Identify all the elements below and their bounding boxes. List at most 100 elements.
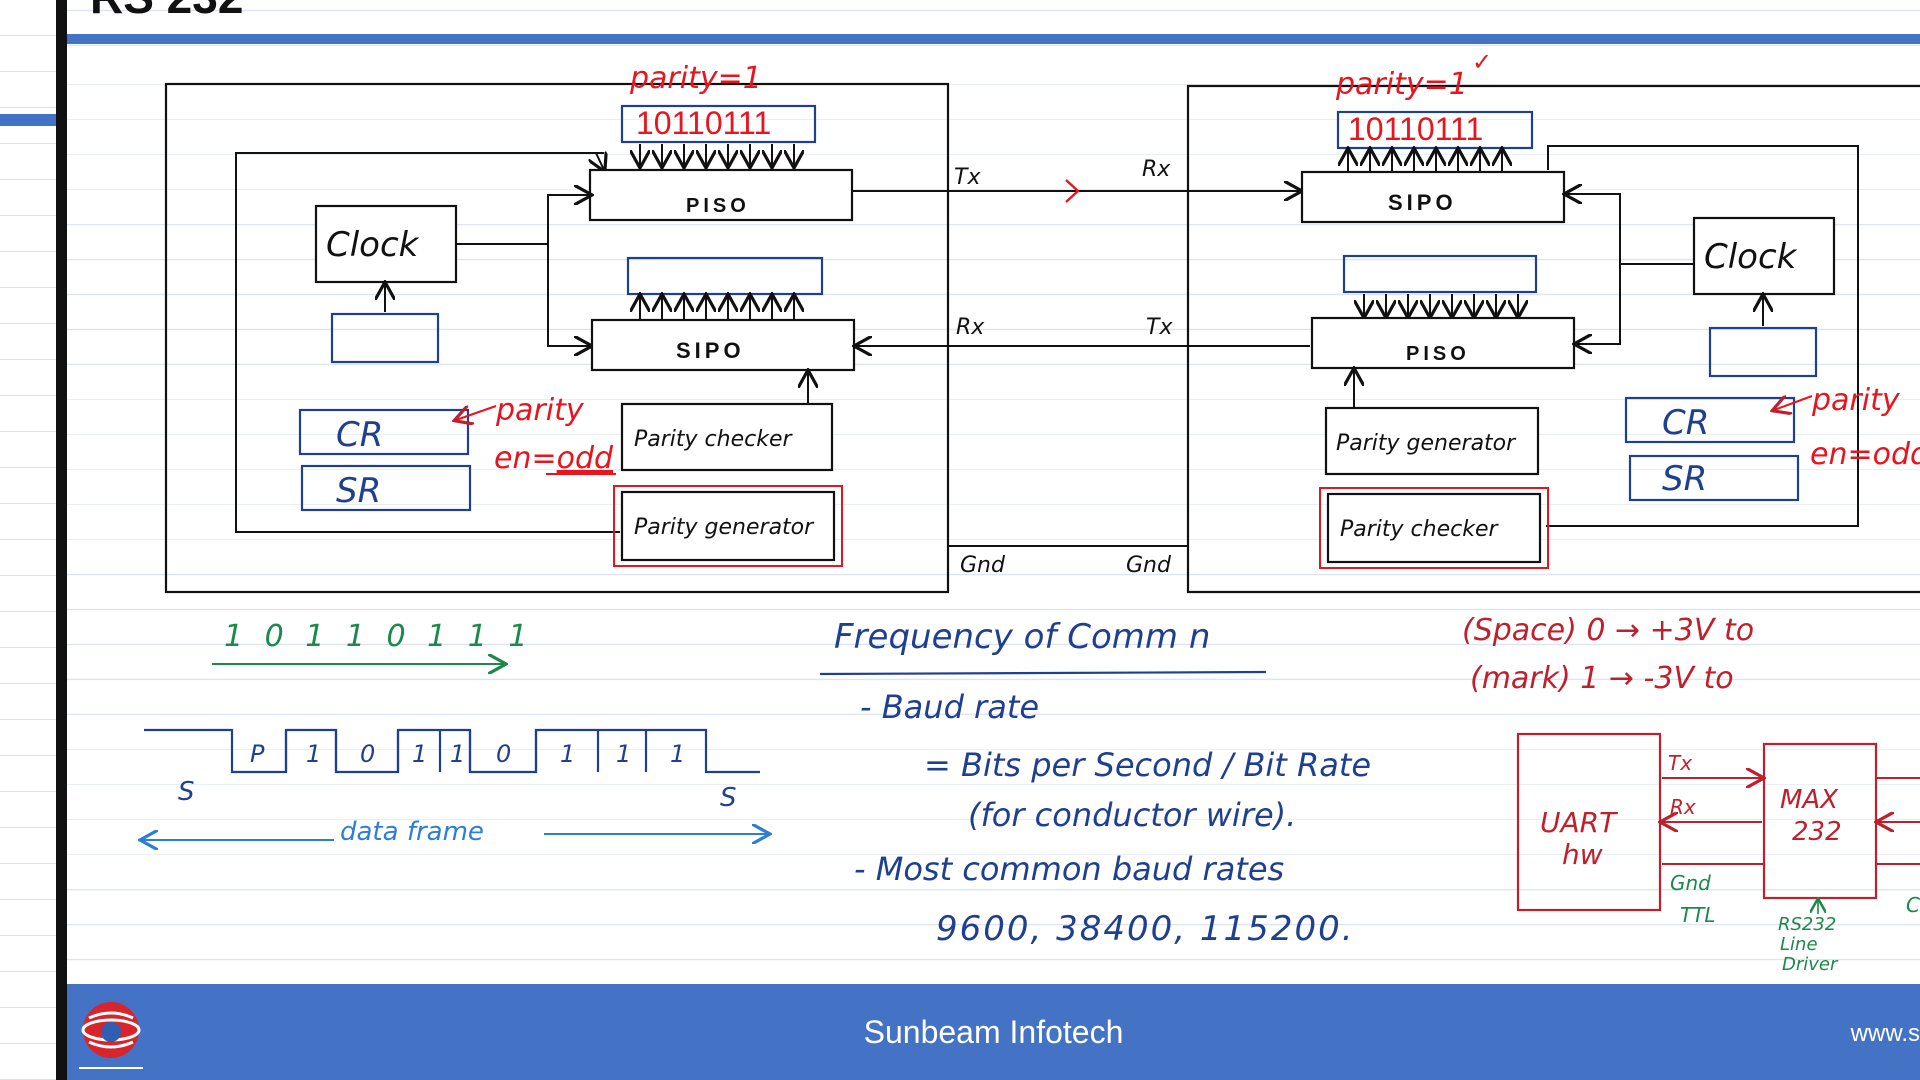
left-cr-label: CR xyxy=(336,415,383,455)
tx-direction-mark xyxy=(1065,179,1080,203)
mark-voltage-line: (mark) 1 → -3V to xyxy=(1470,661,1734,696)
start-bit-label: S xyxy=(178,777,195,807)
uart-hw-label: UART xyxy=(1540,806,1618,839)
right-device-outline xyxy=(1186,84,1920,594)
frequency-heading: Frequency of Comm n xyxy=(834,617,1210,657)
left-clock-label: Clock xyxy=(326,225,420,265)
right-cr-register xyxy=(1624,396,1796,444)
left-parity-note-arrow xyxy=(456,405,497,420)
left-parity-generator-block xyxy=(620,490,836,562)
left-sr-register xyxy=(300,464,472,512)
left-data-register xyxy=(620,104,817,144)
data-frame-waveform xyxy=(144,728,760,774)
baud-rate-line: - Baud rate xyxy=(860,688,1039,726)
left-receive-register xyxy=(626,256,824,296)
line-label: Line xyxy=(1780,934,1818,955)
left-parity-mode-value: odd xyxy=(557,441,614,476)
bit-sequence: 1 0 1 1 0 1 1 1 xyxy=(212,619,533,664)
right-parity-checker-label: Parity checker xyxy=(1340,517,1499,542)
right-sipo-label: SIPO xyxy=(1388,190,1457,215)
slide-thumbnail-panel[interactable] xyxy=(0,0,58,1080)
right-register-to-piso-arrows xyxy=(1364,294,1518,316)
max232-label: MAX xyxy=(1780,785,1839,815)
frame-cell-bit: 1 xyxy=(450,740,465,768)
max232-label-2: 232 xyxy=(1792,817,1842,847)
ttl-label: TTL xyxy=(1680,903,1716,927)
voltage-levels: (Space) 0 → +3V to (mark) 1 → -3V to xyxy=(1462,613,1754,696)
left-parity-generator-highlight xyxy=(613,485,843,567)
frame-cell-bit: 1 xyxy=(412,740,427,768)
right-parity-label: parity=1 xyxy=(1335,67,1468,102)
left-parity-note: parity xyxy=(495,393,585,428)
right-clock-wire xyxy=(1566,194,1694,265)
bits-per-second-line: = Bits per Second / Bit Rate xyxy=(924,746,1371,784)
data-frame-cells: P 1 0 1 1 0 1 1 1 xyxy=(250,740,685,768)
gnd-right-label: Gnd xyxy=(1126,553,1172,578)
frame-cell-bit: 1 xyxy=(560,740,575,768)
driver-label: Driver xyxy=(1782,954,1839,975)
slide-footer: Sunbeam Infotech www.s xyxy=(67,984,1920,1080)
frame-cell-bit: 1 xyxy=(670,740,685,768)
rx-right-label: Rx xyxy=(1142,157,1171,182)
right-data-register-bits: 10110111 xyxy=(1348,111,1483,147)
right-parity-checker-highlight xyxy=(1319,487,1549,569)
hw-rx-label: Rx xyxy=(1670,795,1696,819)
right-piso-label: PISO xyxy=(1406,343,1470,365)
right-sipo-to-register-arrows xyxy=(1348,150,1502,172)
footer-company-name: Sunbeam Infotech xyxy=(863,1014,1124,1050)
panel-divider[interactable] xyxy=(56,0,67,1080)
frequency-heading-underline xyxy=(819,670,1267,676)
bit-sequence-text: 1 0 1 1 0 1 1 1 xyxy=(224,619,533,654)
right-parity-note-arrow xyxy=(1774,395,1813,410)
frame-cell-bit: 0 xyxy=(496,740,511,768)
left-parity-generator-label: Parity generator xyxy=(634,515,815,540)
hw-tx-label: Tx xyxy=(1668,751,1692,775)
frame-cell-bit: 1 xyxy=(306,740,321,768)
right-clock-wire-piso xyxy=(1576,264,1621,344)
interconnect-wires: Tx Rx Rx Tx Gnd Gnd xyxy=(852,157,1310,578)
left-clock-source-box xyxy=(330,312,440,364)
left-piso-label: PISO xyxy=(686,195,750,217)
slide-canvas xyxy=(67,0,1920,984)
right-cr-label: CR xyxy=(1662,403,1709,443)
data-frame-label: data frame xyxy=(340,817,484,847)
frequency-notes: Frequency of Comm n - Baud rate = Bits p… xyxy=(819,617,1371,949)
right-piso-block xyxy=(1310,316,1576,370)
rx-left-label: Rx xyxy=(956,315,985,340)
right-clock-label: Clock xyxy=(1704,237,1798,277)
left-clock-wire xyxy=(456,195,590,245)
frame-cell-bit: 1 xyxy=(616,740,631,768)
hw-gnd-label: Gnd xyxy=(1670,871,1711,895)
left-cr-register xyxy=(298,408,470,456)
space-voltage-line: (Space) 0 → +3V to xyxy=(1462,613,1754,648)
right-clock-source-box xyxy=(1708,326,1818,378)
left-bus-arrow xyxy=(596,153,604,170)
slide-title: RS 232 xyxy=(90,0,243,24)
right-parity-checker-block xyxy=(1326,492,1542,564)
left-device: parity=1 10110111 PISO Clock xyxy=(164,61,950,594)
tx-left-label: Tx xyxy=(954,165,981,190)
right-parity-mode: en=odd xyxy=(1810,437,1920,472)
left-sipo-label: SIPO xyxy=(676,338,745,363)
uart-max232-diagram: UART hw MAX 232 Tx Rx Gnd TTL RS232 Line… xyxy=(1516,732,1920,975)
common-baud-line: - Most common baud rates xyxy=(854,850,1284,888)
left-inner-bus xyxy=(235,152,620,533)
selected-slide-indicator[interactable] xyxy=(0,114,56,126)
left-clock-wire-sipo xyxy=(547,244,590,346)
gnd-left-label: Gnd xyxy=(960,553,1006,578)
right-transmit-register xyxy=(1342,254,1538,294)
uart-hw-label-2: hw xyxy=(1562,838,1603,871)
right-sr-register xyxy=(1628,454,1800,502)
left-sr-label: SR xyxy=(336,471,381,511)
right-sipo-block xyxy=(1300,170,1566,224)
right-parity-generator-label: Parity generator xyxy=(1336,431,1517,456)
sunbeam-logo-icon xyxy=(79,1002,143,1069)
left-register-to-piso-arrows xyxy=(640,144,794,166)
title-underline-bar xyxy=(67,34,1920,44)
left-parity-checker-label: Parity checker xyxy=(634,427,793,452)
right-parity-note: parity xyxy=(1811,383,1901,418)
right-device: parity=1 ✓ 10110111 SIPO PISO xyxy=(1186,49,1920,594)
frame-cell-parity: P xyxy=(250,740,265,768)
left-parity-mode: en=odd xyxy=(494,441,614,476)
